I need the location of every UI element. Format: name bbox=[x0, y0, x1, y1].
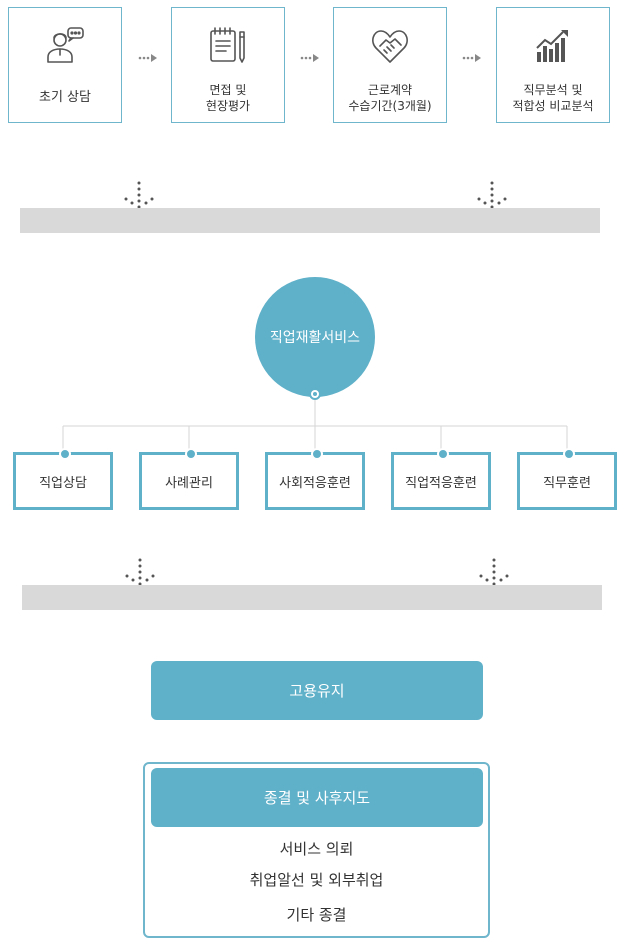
service-label: 직무훈련 bbox=[543, 475, 591, 491]
handshake-heart-icon bbox=[334, 24, 446, 68]
divider-bar bbox=[22, 585, 602, 610]
step-job-analysis: 직무분석 및 적합성 비교분석 bbox=[496, 7, 610, 123]
center-label: 직업재활서비스 bbox=[269, 330, 361, 346]
step-label: 면접 및 현장평가 bbox=[205, 83, 251, 113]
arrow-right-icon bbox=[462, 54, 481, 62]
connector-node bbox=[311, 448, 323, 460]
service-label: 직업적응훈련 bbox=[405, 475, 477, 491]
connector-node bbox=[437, 448, 449, 460]
connector-node bbox=[563, 448, 575, 460]
employment-retention-box: 고용유지 bbox=[151, 661, 483, 720]
step-label: 직무분석 및 적합성 비교분석 bbox=[512, 83, 594, 113]
connector-node bbox=[185, 448, 197, 460]
service-label: 사례관리 bbox=[165, 475, 213, 491]
service-social-adaptation: 사회적응훈련 bbox=[265, 448, 365, 510]
notepad-pen-icon bbox=[172, 24, 284, 68]
termination-title-bar: 종결 및 사후지도 bbox=[151, 768, 483, 827]
connector-node bbox=[309, 388, 321, 400]
tree-connector-lines bbox=[62, 400, 568, 452]
service-job-adaptation: 직업적응훈련 bbox=[391, 448, 491, 510]
service-label: 직업상담 bbox=[39, 475, 87, 491]
service-case-management: 사례관리 bbox=[139, 448, 239, 510]
termination-item: 취업알선 및 외부취업 bbox=[249, 871, 384, 889]
arrow-right-icon bbox=[138, 54, 157, 62]
service-label: 사회적응훈련 bbox=[279, 475, 351, 491]
step-initial-consultation: 초기 상담 bbox=[8, 7, 122, 123]
step-label: 근로계약 수습기간(3개월) bbox=[348, 83, 432, 113]
vocational-rehab-circle: 직업재활서비스 bbox=[255, 277, 375, 397]
service-job-training: 직무훈련 bbox=[517, 448, 617, 510]
termination-item: 기타 종결 bbox=[286, 906, 347, 924]
step-label: 초기 상담 bbox=[39, 90, 91, 105]
termination-item: 서비스 의뢰 bbox=[279, 840, 354, 858]
growth-chart-icon bbox=[497, 24, 609, 68]
consultant-icon bbox=[9, 24, 121, 68]
retention-label: 고용유지 bbox=[289, 682, 345, 700]
connector-node bbox=[59, 448, 71, 460]
step-employment-contract: 근로계약 수습기간(3개월) bbox=[333, 7, 447, 123]
termination-title: 종결 및 사후지도 bbox=[263, 789, 371, 807]
step-interview-evaluation: 면접 및 현장평가 bbox=[171, 7, 285, 123]
divider-bar bbox=[20, 208, 600, 233]
service-job-counseling: 직업상담 bbox=[13, 448, 113, 510]
arrow-right-icon bbox=[300, 54, 319, 62]
